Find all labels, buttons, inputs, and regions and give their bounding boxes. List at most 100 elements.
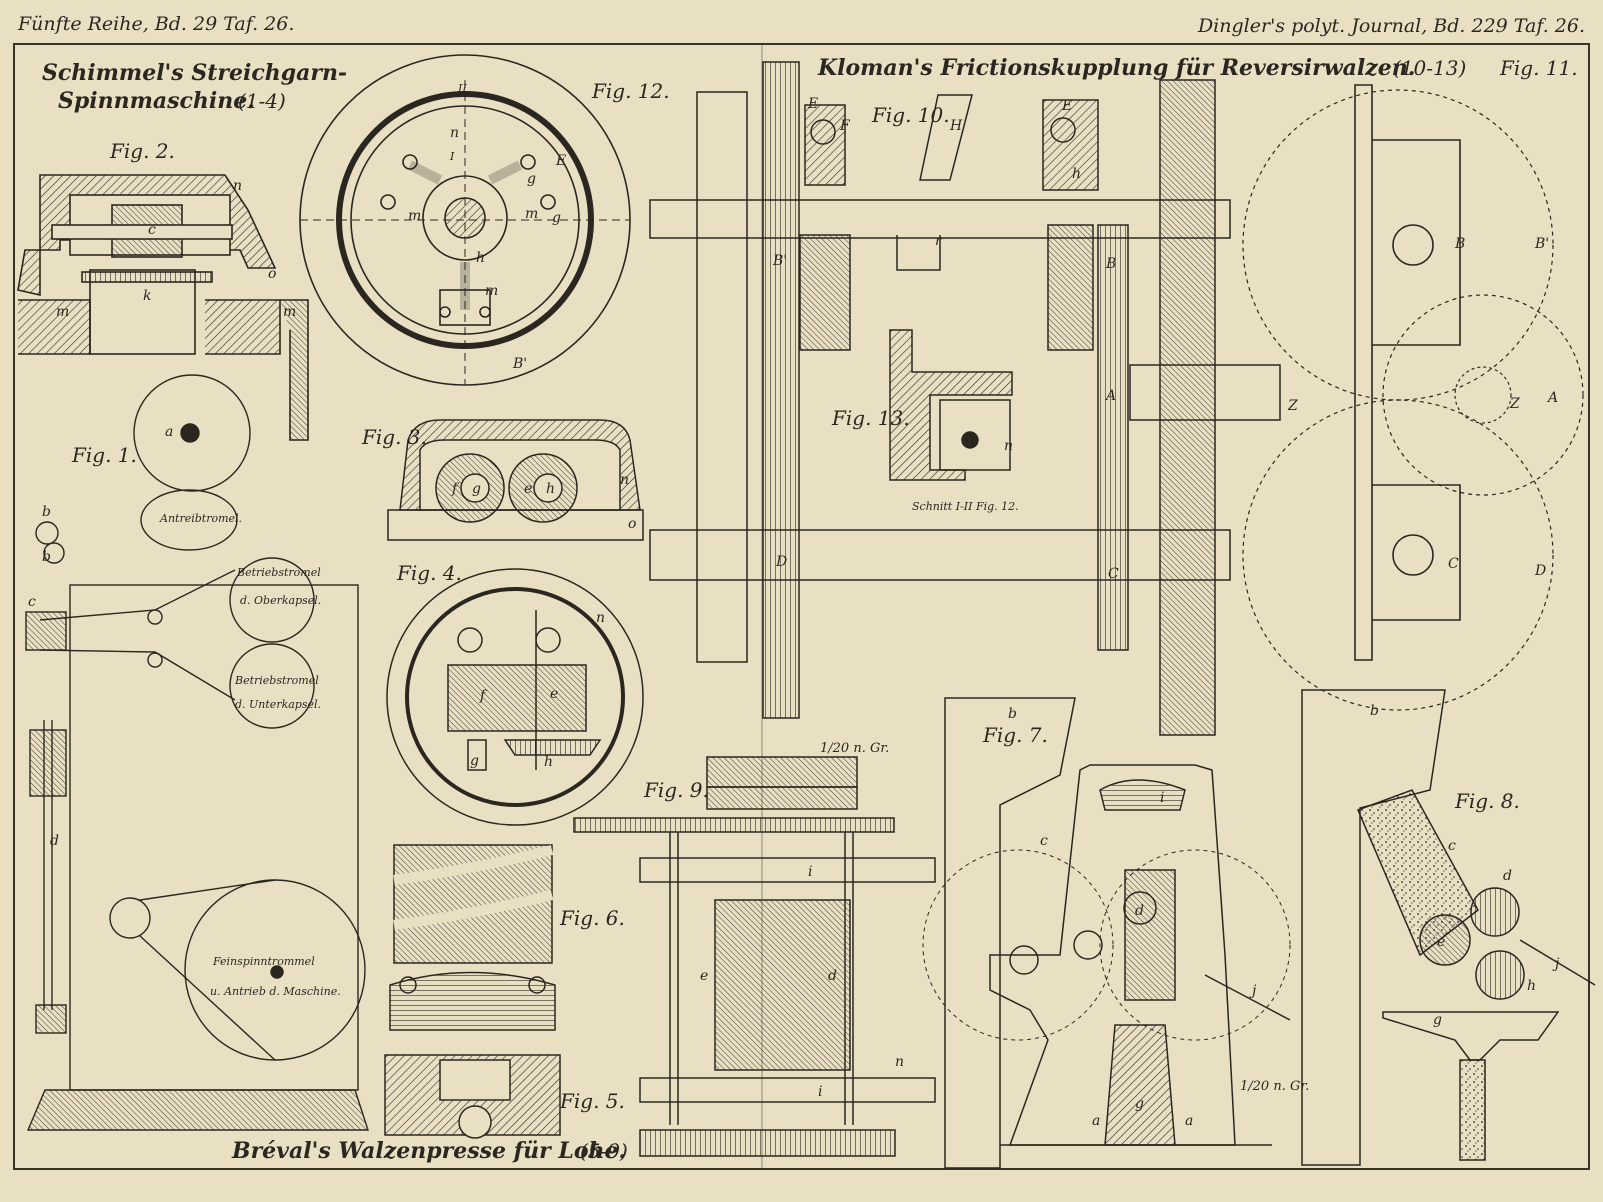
fig7-drawing — [922, 697, 1291, 1169]
fig10-label-E2: E — [1061, 98, 1072, 114]
fig3-label-f: f — [451, 481, 460, 497]
fig10-label-Z: Z — [1287, 398, 1298, 414]
fig1-label-c: c — [28, 594, 36, 610]
fig11-drawing — [1242, 84, 1584, 711]
fig10-label-E1: E — [807, 96, 818, 112]
fig1-caption-antreib: Antreibtromel. — [159, 512, 242, 525]
fig10-label-C: C — [1108, 566, 1119, 582]
fig4-label-n: n — [596, 610, 605, 626]
fig2-label-k: k — [143, 288, 151, 304]
fig9-label-e: e — [700, 968, 708, 984]
fig3-label-e: e — [524, 481, 532, 497]
fig4-drawing — [386, 568, 644, 826]
fig4-label: Fig. 4. — [396, 561, 462, 585]
title-breval: Bréval's Walzenpresse für Lohe. — [231, 1138, 626, 1164]
fig9-label: Fig. 9. — [643, 778, 709, 802]
fig9-drawing — [573, 756, 936, 1157]
fig10-label-F: F — [839, 118, 851, 134]
fig3-drawing — [387, 419, 644, 541]
fig13-label-n: n — [1004, 438, 1013, 454]
fig9-label-d: d — [828, 968, 837, 984]
fig11-label-C: C — [1448, 556, 1459, 572]
fig8-label-e: e — [1437, 934, 1445, 950]
fig13-label: Fig. 13. — [831, 406, 910, 430]
fig12-label-E: E — [555, 153, 566, 169]
fig3-label-h: h — [546, 481, 555, 497]
fig9-label-i2: i — [818, 1084, 822, 1100]
fig4-label-h: h — [544, 754, 553, 770]
fig12-label-I: I — [449, 150, 455, 163]
fig4-label-e: e — [550, 686, 558, 702]
fig1-caption-feinspinn-1: Feinspinntrommel — [212, 955, 315, 968]
fig12-label-II: II — [457, 82, 467, 95]
fig10-label-Bprime: B' — [772, 253, 787, 269]
fig7-label: Fig. 7. — [982, 723, 1048, 747]
title-schimmel-line2: Spinnmaschine. — [58, 88, 255, 114]
fig2-label-m2: m — [283, 304, 296, 320]
header-right: Dingler's polyt. Journal, Bd. 229 Taf. 2… — [1197, 15, 1585, 37]
fig10-label-B: B — [1105, 256, 1116, 272]
fig10-label-h: h — [1072, 166, 1081, 182]
fig12-label-h: h — [476, 250, 485, 266]
fig10-label: Fig. 10. — [871, 103, 950, 127]
fig12-label-g1: g — [527, 171, 536, 187]
fig8-drawing — [1301, 689, 1596, 1166]
fig11-label-A: A — [1546, 390, 1558, 406]
fig1-caption-feinspinn-2: u. Antrieb d. Maschine. — [210, 985, 341, 998]
fig12-label-m3: m — [485, 283, 498, 299]
fig3-label-g: g — [472, 481, 481, 497]
fig4-label-g: g — [470, 753, 479, 769]
fig7-label-i: i — [1160, 790, 1164, 806]
fig7-scale: 1/20 n. Gr. — [1240, 1079, 1309, 1094]
fig12-label-n: n — [450, 125, 459, 141]
fig1-drawing — [25, 374, 369, 1131]
fig8-label-g: g — [1433, 1012, 1442, 1028]
fig5-drawing — [384, 971, 561, 1139]
fig9-label-n: n — [895, 1054, 904, 1070]
fig12-label: Fig. 12. — [591, 79, 670, 103]
fig8-label-h: h — [1527, 978, 1536, 994]
fig8-label-d: d — [1503, 868, 1512, 884]
fig11-label-Z: Z — [1509, 396, 1520, 412]
fig10-label-H: H — [949, 118, 963, 134]
fig1-label-b1: b — [42, 504, 51, 520]
fig2-label-o: o — [268, 266, 276, 282]
fig7-label-g: g — [1135, 1096, 1144, 1112]
fig13-drawing — [889, 329, 1013, 481]
fig1-caption-ober-1: Betriebstromel — [236, 566, 321, 579]
fig12-drawing — [299, 54, 631, 386]
title-kloman: Kloman's Frictionskupplung für Reversirw… — [817, 55, 1415, 81]
fig3-label-n: n — [620, 472, 629, 488]
fig2-label-c: c — [148, 222, 156, 238]
fig8-label: Fig. 8. — [1454, 789, 1520, 813]
fig12-label-Bprime: B' — [512, 356, 527, 372]
fig1-caption-ober-2: d. Oberkapsel. — [240, 594, 321, 607]
fig2-drawing — [17, 174, 309, 441]
fig2-label-n: n — [233, 178, 242, 194]
title-breval-range: (5-9) — [580, 1139, 628, 1163]
fig5-label: Fig. 5. — [559, 1089, 625, 1113]
title-kloman-range: (10-13) — [1393, 56, 1466, 80]
fig10-drawing — [649, 61, 1281, 736]
title-schimmel-line1: Schimmel's Streichgarn- — [42, 60, 347, 86]
fig7-label-a2: a — [1185, 1113, 1193, 1129]
plate-frame — [13, 43, 1590, 1170]
fig11-label-Bprime: B' — [1534, 236, 1549, 252]
fig9-label-i1: i — [808, 864, 812, 880]
fig7-label-b: b — [1008, 706, 1017, 722]
fig12-label-m2: m — [525, 206, 538, 222]
fig3-label-o: o — [628, 516, 636, 532]
title-schimmel-range: (1-4) — [238, 89, 286, 113]
fig1-label-a: a — [165, 424, 173, 440]
fig11-label-B: B — [1454, 236, 1465, 252]
fig8-label-j: j — [1552, 956, 1560, 972]
fig3-label: Fig. 3. — [361, 425, 427, 449]
fig8-label-b: b — [1370, 703, 1379, 719]
fig1-caption-unter-1: Betriebstromel — [234, 674, 319, 687]
fig1-caption-unter-2: d. Unterkapsel. — [235, 698, 321, 711]
fig13-caption: Schnitt I-II Fig. 12. — [912, 500, 1019, 513]
fig1-label-d: d — [50, 833, 59, 849]
fig10-label-D: D — [775, 554, 787, 570]
fig6-drawing — [393, 844, 554, 964]
